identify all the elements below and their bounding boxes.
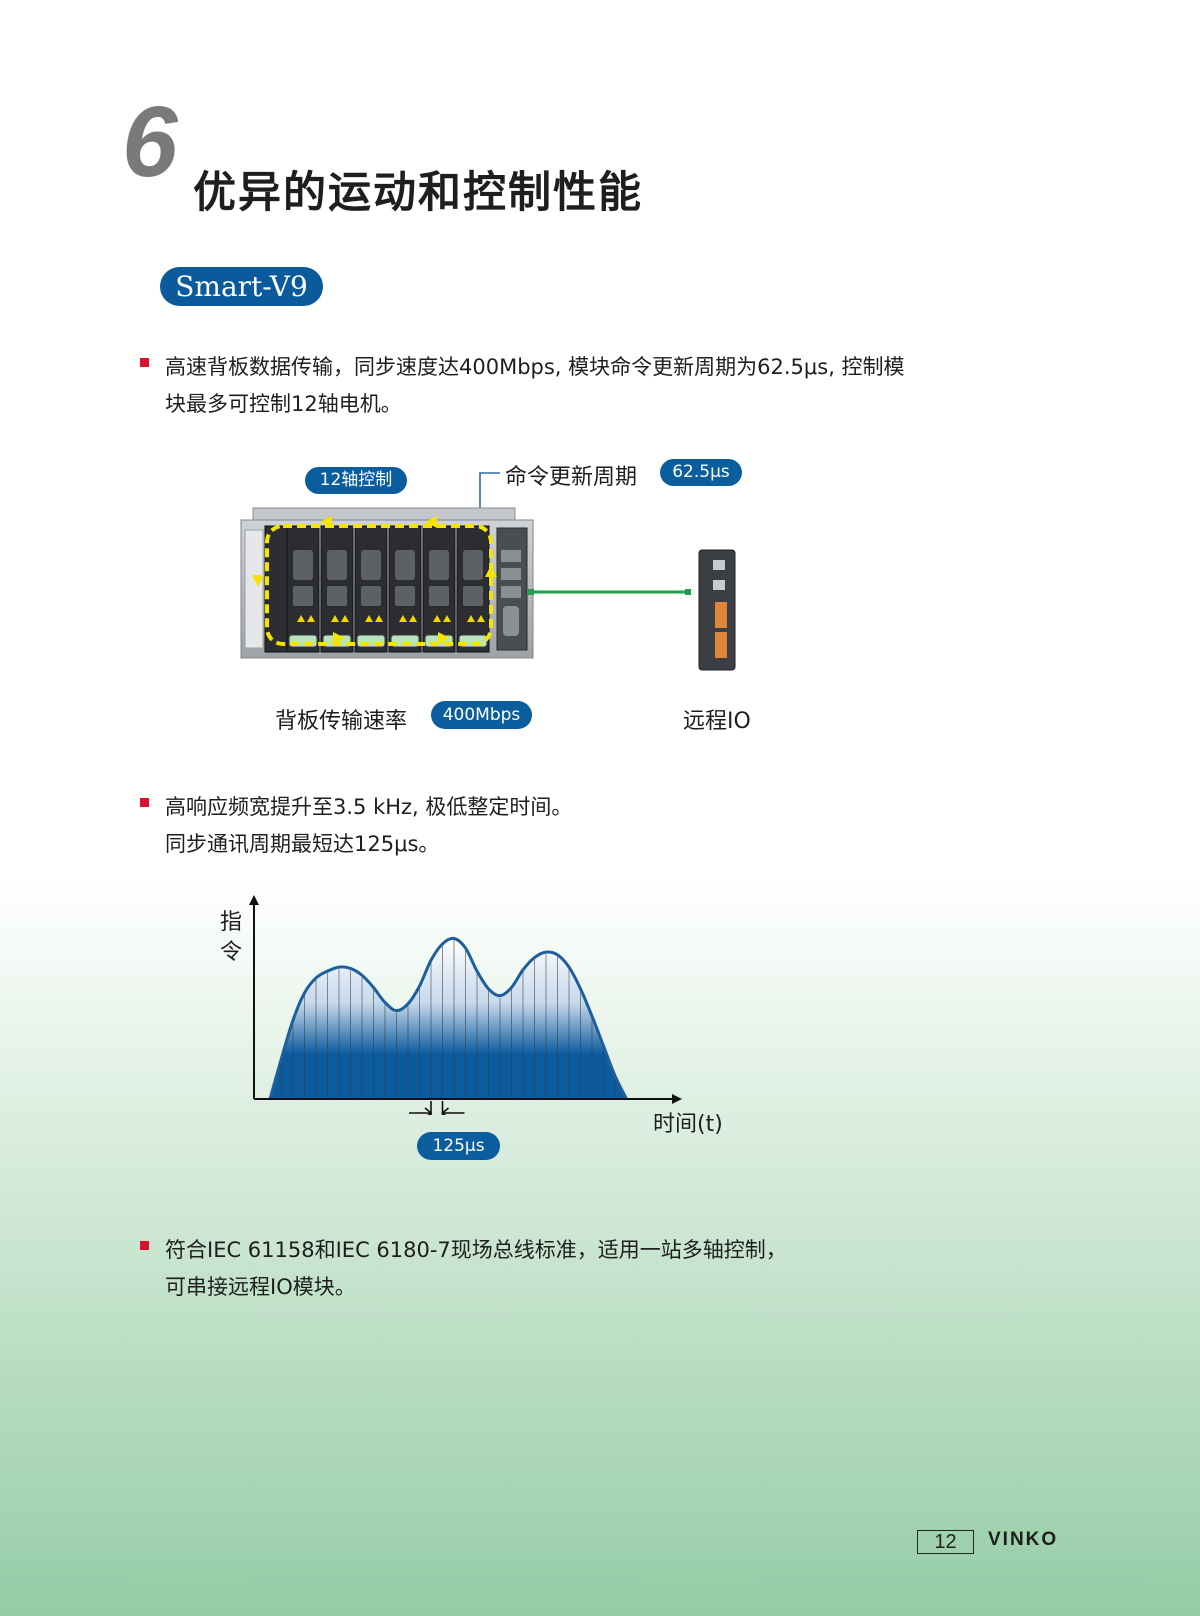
response-chart bbox=[249, 895, 682, 1115]
chart-series-line bbox=[268, 936, 628, 1100]
cmd-update-label: 命令更新周期 bbox=[505, 465, 638, 490]
chart-area-fill bbox=[270, 938, 627, 1099]
bullet-marker bbox=[140, 358, 149, 367]
footer-brand: VINKO bbox=[988, 1529, 1059, 1550]
chart-ylabel: 指令 bbox=[220, 910, 243, 965]
backplane-loop-path bbox=[265, 524, 493, 646]
bullet-3-line-2: 可串接远程IO模块。 bbox=[165, 1275, 356, 1299]
section-title: 优异的运动和控制性能 bbox=[193, 168, 643, 218]
chart-sample-lines bbox=[281, 940, 616, 1099]
flow-arrows bbox=[252, 516, 497, 644]
bullet-marker bbox=[140, 1241, 149, 1250]
bullet-2-text: 高响应频宽提升至3.5 kHz, 极低整定时间。 同步通讯周期最短达125μs。 bbox=[165, 789, 572, 863]
bullet-1-line-1: 高速背板数据传输，同步速度达400Mbps, 模块命令更新周期为62.5μs, … bbox=[165, 355, 905, 379]
bullet-2-line-2: 同步通讯周期最短达125μs。 bbox=[165, 832, 440, 856]
chart-x-axis-arrow bbox=[672, 1094, 682, 1104]
bullet-3-text: 符合IEC 61158和IEC 6180-7现场总线标准，适用一站多轴控制， 可… bbox=[165, 1232, 787, 1306]
bullet-1-line-2: 块最多可控制12轴电机。 bbox=[165, 392, 402, 416]
bullet-3-line-1: 符合IEC 61158和IEC 6180-7现场总线标准，适用一站多轴控制， bbox=[165, 1238, 787, 1262]
controller-chassis-image bbox=[240, 507, 534, 659]
section-number: 6 bbox=[122, 86, 178, 198]
remote-io-module-image bbox=[698, 549, 736, 671]
bullet-1-text: 高速背板数据传输，同步速度达400Mbps, 模块命令更新周期为62.5μs, … bbox=[165, 349, 905, 423]
remote-io-label: 远程IO bbox=[683, 709, 751, 734]
interval-arrowhead bbox=[441, 1107, 450, 1115]
axis-control-badge: 12轴控制 bbox=[305, 467, 407, 494]
chart-xlabel: 时间(t) bbox=[653, 1112, 723, 1137]
cmd-update-badge: 62.5μs bbox=[660, 459, 742, 486]
page-number: 12 bbox=[917, 1530, 974, 1554]
sample-interval-marker bbox=[409, 1101, 465, 1115]
hardware-diagram bbox=[240, 472, 736, 671]
bullet-2-line-1: 高响应频宽提升至3.5 kHz, 极低整定时间。 bbox=[165, 795, 573, 819]
brand-badge: Smart-V9 bbox=[160, 267, 323, 306]
chart-y-axis-arrow bbox=[249, 895, 259, 905]
backplane-speed-label: 背板传输速率 bbox=[275, 709, 408, 734]
backplane-speed-badge: 400Mbps bbox=[431, 701, 532, 729]
interval-arrowhead bbox=[424, 1107, 433, 1115]
sample-interval-badge: 125μs bbox=[417, 1132, 500, 1160]
bullet-marker bbox=[140, 798, 149, 807]
